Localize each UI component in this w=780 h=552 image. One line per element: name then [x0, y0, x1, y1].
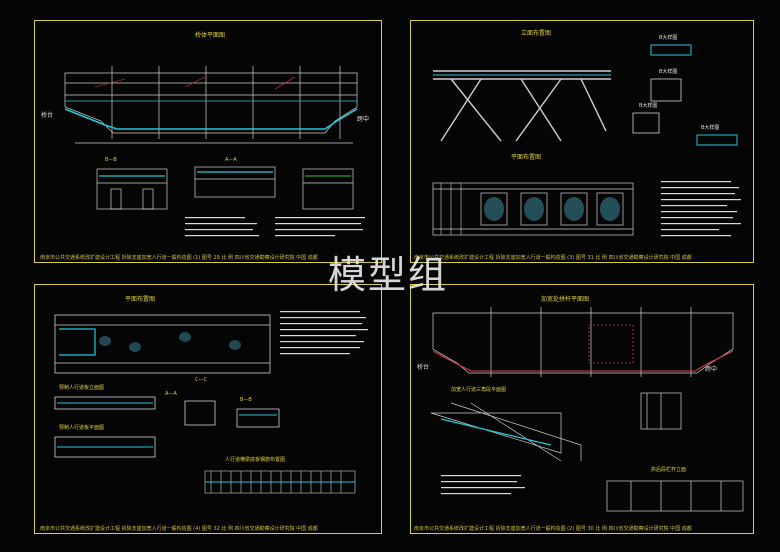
section-a-label: A—A — [225, 157, 237, 163]
section-a-detail — [194, 166, 354, 210]
sheet-top-left: 桥体平面图 桥台 跨中 B—B A—A — [34, 20, 382, 263]
title-block-bottom-left: 南京市公共交通系统改扩建设计工程 拆除支座加宽人行道一般构造图 (4) 图号 3… — [40, 526, 318, 532]
detail-label-2: B大样图 — [659, 68, 677, 75]
widening-plan-title: 加宽处拼杆平面图 — [541, 295, 589, 303]
sheet-1-title: 桥体平面图 — [195, 31, 225, 39]
detail-callouts: B大样图 B大样图 B大样图 B大样图 — [632, 34, 738, 146]
plan-outline — [64, 72, 358, 134]
railing-elevation-title: 拱后段栏杆立面 — [651, 466, 686, 473]
section-a-label: A—A — [165, 391, 177, 397]
notes-block — [661, 181, 741, 237]
detail-label-3: B大样图 — [639, 102, 657, 109]
railing-detail — [640, 392, 682, 430]
title-block-top-left: 南京市公共交通系统改扩建设计工程 拆除支座加宽人行道一般构造图 (1) 图号 2… — [40, 255, 318, 261]
slab-plan — [54, 314, 271, 374]
sheet-bottom-right: 加宽处拼杆平面图 桥台 跨中 加宽人行道三角段平面图 拱后段栏杆立面 — [410, 284, 754, 534]
abutment-label: 桥台 — [41, 111, 53, 119]
sheet-top-right: 立面布置图 B大样图 B大样图 B大样图 B大样图 平面布置图 — [410, 20, 754, 263]
notes-block — [441, 475, 525, 495]
slab-plan-title: 预制人行道板平面图 — [59, 424, 104, 431]
sheet-2-drawing: 立面布置图 B大样图 B大样图 B大样图 B大样图 平面布置图 — [432, 29, 741, 237]
rebar-title: 人行道横梁底板钢筋布置图 — [225, 456, 285, 463]
section-b-label: B—B — [105, 157, 117, 163]
abutment-label: 桥台 — [417, 363, 429, 371]
sheet-4-drawing: 加宽处拼杆平面图 桥台 跨中 加宽人行道三角段平面图 拱后段栏杆立面 — [417, 295, 744, 512]
slab-elevation-title: 预制人行道板立面图 — [59, 384, 104, 391]
railing-elevation — [606, 480, 744, 512]
widening-plan — [432, 307, 734, 377]
title-block-top-right: 南京市公共交通系统改扩建设计工程 拆除支座加宽人行道一般构造图 (3) 图号 3… — [414, 255, 692, 261]
truss-elevation — [433, 70, 611, 142]
sheet-bottom-left: 平面布置图 预制人行道板立面图 预制人行道板平面图 C—C — [34, 284, 382, 534]
triangle-plan-title: 加宽人行道三角段平面图 — [451, 386, 506, 393]
plan-title: 平面布置图 — [125, 295, 155, 303]
title-block-bottom-right: 南京市公共交通系统改扩建设计工程 拆除支座加宽人行道一般构造图 (2) 图号 3… — [414, 526, 692, 532]
midspan-label: 跨中 — [357, 115, 369, 123]
plan-layout — [432, 182, 634, 236]
section-b-label: B—B — [240, 397, 252, 403]
notes-block — [280, 311, 368, 355]
elevation-title: 立面布置图 — [521, 29, 551, 37]
plan-layout-title: 平面布置图 — [511, 153, 541, 161]
detail-label-1: B大样图 — [659, 34, 677, 41]
watermark-text: 模型组 — [327, 253, 448, 297]
section-c-label: C—C — [195, 377, 207, 383]
midspan-label: 跨中 — [705, 365, 717, 373]
sheet-1-drawing: 桥体平面图 桥台 跨中 B—B A—A — [41, 31, 369, 237]
triangle-plan — [430, 402, 582, 462]
detail-label-4: B大样图 — [701, 124, 719, 131]
notes-block — [185, 217, 365, 237]
section-b-detail — [96, 168, 168, 210]
sheet-3-drawing: 平面布置图 预制人行道板立面图 预制人行道板平面图 C—C — [54, 295, 368, 494]
